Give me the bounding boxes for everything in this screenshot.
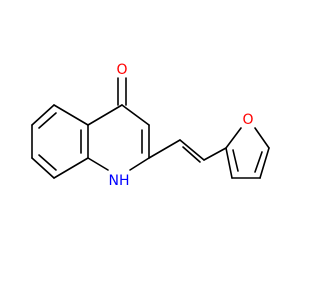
double-bond-furan-c2-c3-inner <box>232 149 239 172</box>
double-bond-furan-c4-c5-inner <box>254 151 263 173</box>
atom-label-oxygen-furan: O <box>242 112 253 128</box>
bond-furan-o-c5 <box>254 127 270 149</box>
benzene-ring <box>31 104 89 179</box>
bond-c4a-c4 <box>87 104 123 126</box>
furan-ring <box>225 127 270 179</box>
bond-c8-c8a <box>53 157 89 179</box>
bond-c2-vinyl1 <box>148 139 181 159</box>
bond-vinyl2-furan <box>203 147 227 161</box>
bond-furan-c3-c2 <box>225 147 233 179</box>
double-bond-vinyl-inner <box>182 146 201 163</box>
atom-label-oxygen-ketone: O <box>116 62 127 78</box>
bond-c4a-c5 <box>53 104 89 126</box>
bond-furan-c5-c4 <box>259 147 270 179</box>
bond-c4-c3 <box>121 104 150 126</box>
bond-c7-c8 <box>31 157 55 179</box>
double-bond-c5-c6-inner <box>38 112 57 129</box>
vinyl-linker <box>148 139 227 163</box>
bond-n1-c8a <box>87 157 109 171</box>
pyridinone-ring <box>87 77 150 171</box>
molecule-structure-diagram: O NH O <box>31 62 270 189</box>
atom-label-nitrogen: NH <box>109 173 130 189</box>
bond-furan-c2-o <box>225 127 242 149</box>
bond-c2-n1 <box>129 157 150 171</box>
double-bond-c7-c8-inner <box>38 154 57 171</box>
structure-canvas: O NH O <box>31 62 270 189</box>
bond-c5-c6 <box>31 104 55 126</box>
bond-vinyl1-vinyl2 <box>179 139 205 161</box>
